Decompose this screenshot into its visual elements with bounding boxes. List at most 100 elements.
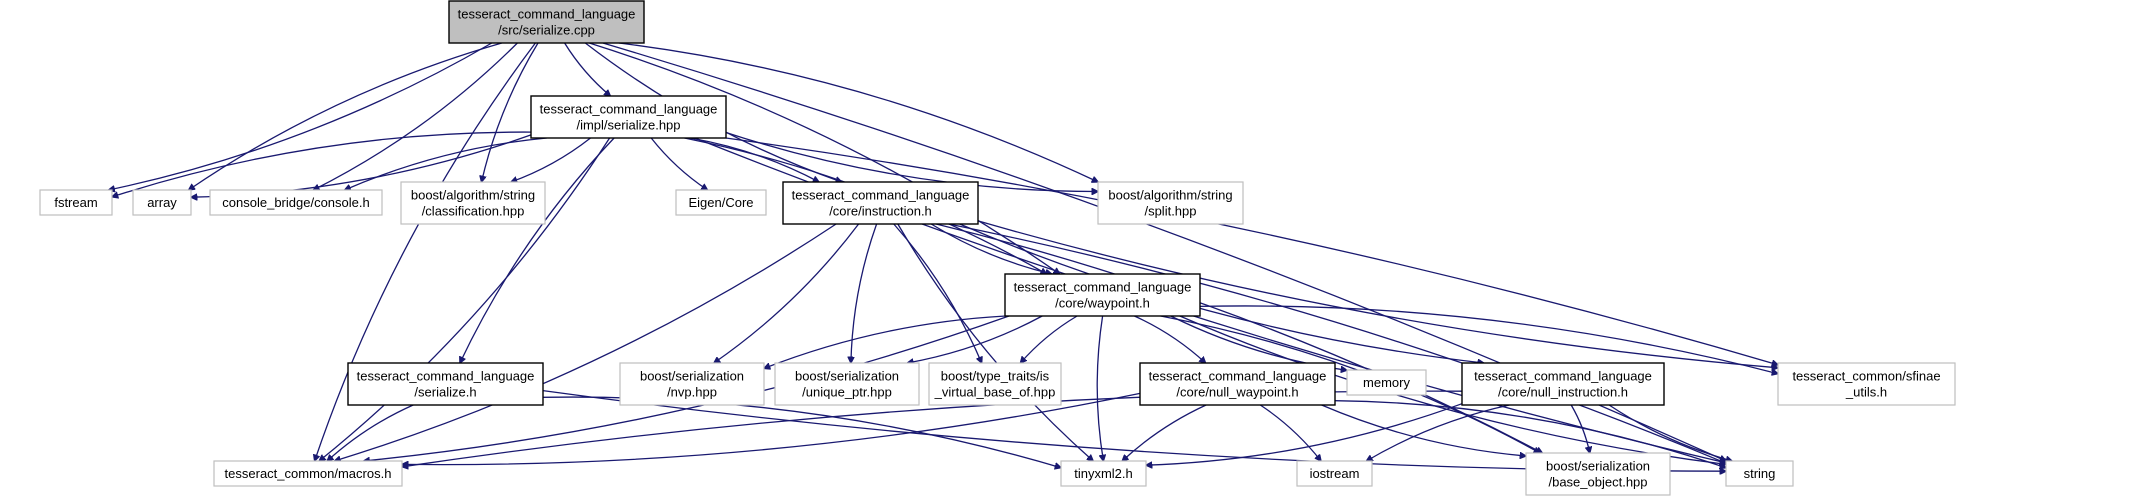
node-label-line: memory xyxy=(1363,375,1410,390)
node-tinyxml2: tinyxml2.h xyxy=(1060,460,1147,487)
edge-null_waypoint-to-tinyxml2 xyxy=(1122,404,1207,461)
node-box xyxy=(1525,452,1671,496)
node-split: boost/algorithm/string/split.hpp xyxy=(1097,181,1244,225)
node-label-line: iostream xyxy=(1310,466,1360,481)
edge-impl_serialize-to-fstream xyxy=(112,131,532,197)
node-waypoint[interactable]: tesseract_command_language/core/waypoint… xyxy=(1004,273,1201,317)
node-label-line: boost/type_traits/is xyxy=(941,369,1050,384)
node-box xyxy=(675,189,767,216)
node-label-line: boost/serialization xyxy=(795,369,899,384)
node-label-line: _utils.h xyxy=(1845,385,1887,400)
edge-impl_serialize-to-eigen xyxy=(650,137,707,190)
edge-instruction-to-unique_ptr xyxy=(851,223,878,363)
node-sfinae: tesseract_common/sfinae_utils.h xyxy=(1777,362,1956,406)
node-label-line: boost/serialization xyxy=(1546,459,1650,474)
node-nvp: boost/serialization/nvp.hpp xyxy=(619,362,765,406)
node-box xyxy=(619,362,765,406)
node-label-line: boost/algorithm/string xyxy=(1108,188,1232,203)
node-macros: tesseract_common/macros.h xyxy=(213,460,403,487)
node-label-line: /core/null_waypoint.h xyxy=(1176,385,1298,400)
node-label-line: tesseract_command_language xyxy=(458,7,636,22)
node-fstream: fstream xyxy=(39,189,113,216)
node-label-line: /split.hpp xyxy=(1144,204,1196,219)
node-root[interactable]: tesseract_command_language/src/serialize… xyxy=(448,0,645,44)
node-label-line: string xyxy=(1744,466,1776,481)
node-label-line: tesseract_common/sfinae xyxy=(1792,369,1940,384)
node-is-virtual: boost/type_traits/is_virtual_base_of.hpp xyxy=(928,362,1062,406)
node-label-line: tesseract_command_language xyxy=(1474,369,1652,384)
edge-null_waypoint-to-string xyxy=(1334,400,1726,468)
edge-waypoint-to-base_object xyxy=(1160,315,1540,453)
edge-instruction-to-macros xyxy=(335,223,837,461)
node-box xyxy=(782,181,979,225)
nodes-layer: tesseract_command_language/src/serialize… xyxy=(39,0,1956,496)
node-label-line: tesseract_command_language xyxy=(1014,280,1192,295)
node-label-line: tesseract_command_language xyxy=(1149,369,1327,384)
node-classification: boost/algorithm/string/classification.hp… xyxy=(400,181,546,225)
node-box xyxy=(132,189,192,216)
node-box xyxy=(530,95,727,139)
node-box xyxy=(1346,369,1427,396)
node-box xyxy=(347,362,544,406)
node-box xyxy=(774,362,920,406)
node-label-line: /unique_ptr.hpp xyxy=(802,385,892,400)
edge-null_waypoint-to-iostream xyxy=(1259,404,1321,461)
edge-serialize_h-to-macros xyxy=(327,404,414,461)
edge-impl_serialize-to-instruction xyxy=(689,137,819,182)
edge-impl_serialize-to-classification xyxy=(511,137,591,182)
edge-root-to-fstream xyxy=(109,42,493,190)
edge-waypoint-to-nvp xyxy=(764,315,1006,368)
edge-instruction-to-sfinae xyxy=(977,220,1778,368)
node-label-line: /src/serialize.cpp xyxy=(498,23,595,38)
node-instruction[interactable]: tesseract_command_language/core/instruct… xyxy=(782,181,979,225)
node-label-line: /nvp.hpp xyxy=(667,385,717,400)
node-label-line: tinyxml2.h xyxy=(1074,466,1133,481)
node-label-line: boost/algorithm/string xyxy=(411,188,535,203)
edge-root-to-classification xyxy=(482,42,539,182)
node-string: string xyxy=(1725,460,1794,487)
edge-null_instruction-to-base_object xyxy=(1570,404,1590,453)
node-label-line: tesseract_command_language xyxy=(357,369,535,384)
edge-waypoint-to-macros xyxy=(364,315,1010,461)
edge-waypoint-to-tinyxml2 xyxy=(1096,315,1103,461)
node-impl-serialize[interactable]: tesseract_command_language/impl/serializ… xyxy=(530,95,727,139)
node-null-waypoint[interactable]: tesseract_command_language/core/null_way… xyxy=(1139,362,1336,406)
node-iostream: iostream xyxy=(1296,460,1373,487)
node-label-line: /classification.hpp xyxy=(422,204,525,219)
edge-instruction-to-tinyxml2 xyxy=(897,223,1093,461)
edge-null_instruction-to-string xyxy=(1608,404,1732,461)
node-label-line: /base_object.hpp xyxy=(1548,475,1647,490)
edge-impl_serialize-to-sfinae xyxy=(725,137,1778,365)
edge-instruction-to-null_instruction xyxy=(959,223,1484,363)
edge-root-to-waypoint xyxy=(589,42,1059,274)
node-label-line: /serialize.h xyxy=(414,385,476,400)
node-box xyxy=(1725,460,1794,487)
node-box xyxy=(1296,460,1373,487)
edge-serialize_h-to-tinyxml2 xyxy=(542,396,1061,468)
node-label-line: /core/null_instruction.h xyxy=(1498,385,1628,400)
node-array: array xyxy=(132,189,192,216)
node-label-line: /core/instruction.h xyxy=(829,204,932,219)
node-box xyxy=(1060,460,1147,487)
node-serialize-h[interactable]: tesseract_command_language/serialize.h xyxy=(347,362,544,406)
edge-root-to-console xyxy=(313,42,518,190)
node-box xyxy=(1777,362,1956,406)
edges-layer xyxy=(109,42,1778,471)
node-null-instruction[interactable]: tesseract_command_language/core/null_ins… xyxy=(1461,362,1665,406)
node-box xyxy=(928,362,1062,406)
edge-waypoint-to-null_waypoint xyxy=(1134,315,1205,363)
edge-instruction-to-nvp xyxy=(714,223,860,363)
edge-root-to-split xyxy=(618,42,1098,182)
node-box xyxy=(209,189,383,216)
node-box xyxy=(213,460,403,487)
node-label-line: /impl/serialize.hpp xyxy=(576,118,680,133)
node-box xyxy=(400,181,546,225)
edge-instruction-to-string xyxy=(948,223,1726,463)
node-box xyxy=(1461,362,1665,406)
edge-impl_serialize-to-serialize_h xyxy=(460,137,615,363)
node-label-line: _virtual_base_of.hpp xyxy=(934,385,1056,400)
node-box xyxy=(1139,362,1336,406)
node-label-line: tesseract_command_language xyxy=(540,102,718,117)
node-label-line: Eigen/Core xyxy=(688,195,753,210)
